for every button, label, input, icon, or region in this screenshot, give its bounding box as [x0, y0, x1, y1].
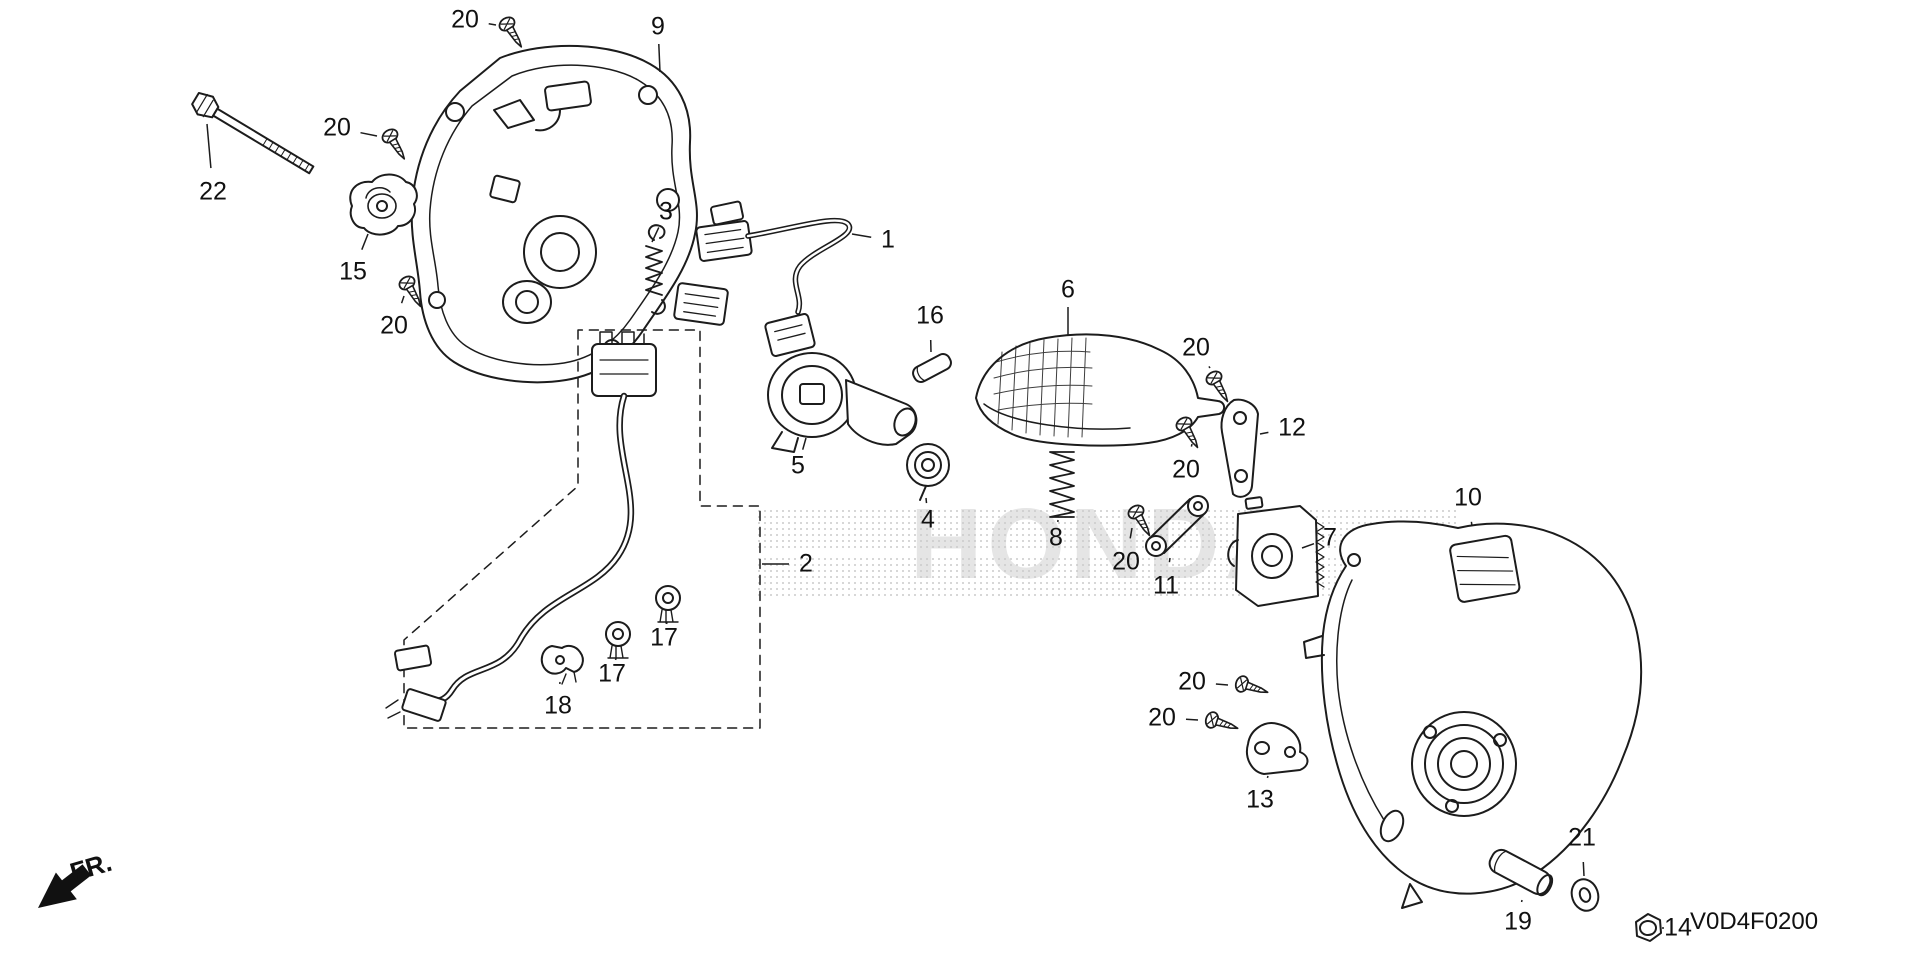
part-grommet-17a — [655, 585, 681, 624]
callout-8-16[interactable]: 8 — [1049, 523, 1063, 552]
callout-20-6[interactable]: 20 — [380, 311, 408, 340]
callout-20-25[interactable]: 20 — [1178, 667, 1206, 696]
callout-18-24[interactable]: 18 — [544, 691, 572, 720]
callout-14-30[interactable]: 14 — [1664, 913, 1692, 942]
part-bracket-13 — [1246, 722, 1309, 775]
part-bracket-7 — [1227, 496, 1325, 607]
callout-22-3[interactable]: 22 — [199, 177, 227, 206]
callout-5-14[interactable]: 5 — [791, 451, 805, 480]
callout-20-21[interactable]: 20 — [1112, 547, 1140, 576]
callout-7-19[interactable]: 7 — [1323, 523, 1337, 552]
part-collar-19 — [1488, 848, 1554, 897]
callout-4-15[interactable]: 4 — [921, 505, 935, 534]
callout-20-4[interactable]: 20 — [323, 113, 351, 142]
part-cover-6 — [975, 333, 1226, 447]
callout-2-17[interactable]: 2 — [799, 549, 813, 578]
part-washer-21 — [1570, 878, 1600, 912]
callout-20-13[interactable]: 20 — [1172, 455, 1200, 484]
callout-16-9[interactable]: 16 — [916, 301, 944, 330]
part-switch-5 — [767, 352, 918, 453]
part-grommet-17b — [605, 621, 631, 660]
part-lever-11 — [1145, 495, 1209, 557]
callout-9-2[interactable]: 9 — [651, 12, 665, 41]
callout-12-12[interactable]: 12 — [1278, 413, 1306, 442]
fr-arrow-icon — [38, 864, 92, 908]
part-nut-14 — [1635, 913, 1662, 942]
callout-17-23[interactable]: 17 — [598, 659, 626, 688]
callout-17-22[interactable]: 17 — [650, 623, 678, 652]
diagram-code: V0D4F0200 — [1690, 908, 1819, 935]
part-spring-4 — [906, 443, 950, 501]
callout-10-18[interactable]: 10 — [1454, 483, 1482, 512]
part-bolt-22 — [191, 91, 315, 175]
part-spring-3 — [645, 224, 666, 315]
callout-6-10[interactable]: 6 — [1061, 275, 1075, 304]
part-pin-16 — [912, 353, 952, 383]
part-switch-wire-1 — [673, 200, 853, 357]
callout-1-8[interactable]: 1 — [881, 225, 895, 254]
callout-21-29[interactable]: 21 — [1568, 823, 1596, 852]
callout-15-5[interactable]: 15 — [339, 257, 367, 286]
callout-3-7[interactable]: 3 — [659, 197, 673, 226]
part-bracket-12 — [1220, 398, 1259, 498]
callout-20-26[interactable]: 20 — [1148, 703, 1176, 732]
watermark-band-top — [756, 508, 1456, 548]
callout-13-27[interactable]: 13 — [1246, 785, 1274, 814]
part-fan-cover-10 — [1303, 520, 1643, 909]
part-spring-8 — [1049, 451, 1075, 518]
part-clip-15 — [349, 173, 418, 236]
callout-11-20[interactable]: 11 — [1153, 571, 1179, 600]
callout-20-1[interactable]: 20 — [451, 5, 479, 34]
callout-20-11[interactable]: 20 — [1182, 333, 1210, 362]
callout-19-28[interactable]: 19 — [1504, 907, 1532, 936]
part-clamp-18 — [540, 644, 584, 685]
part-harness-2 — [385, 329, 761, 729]
